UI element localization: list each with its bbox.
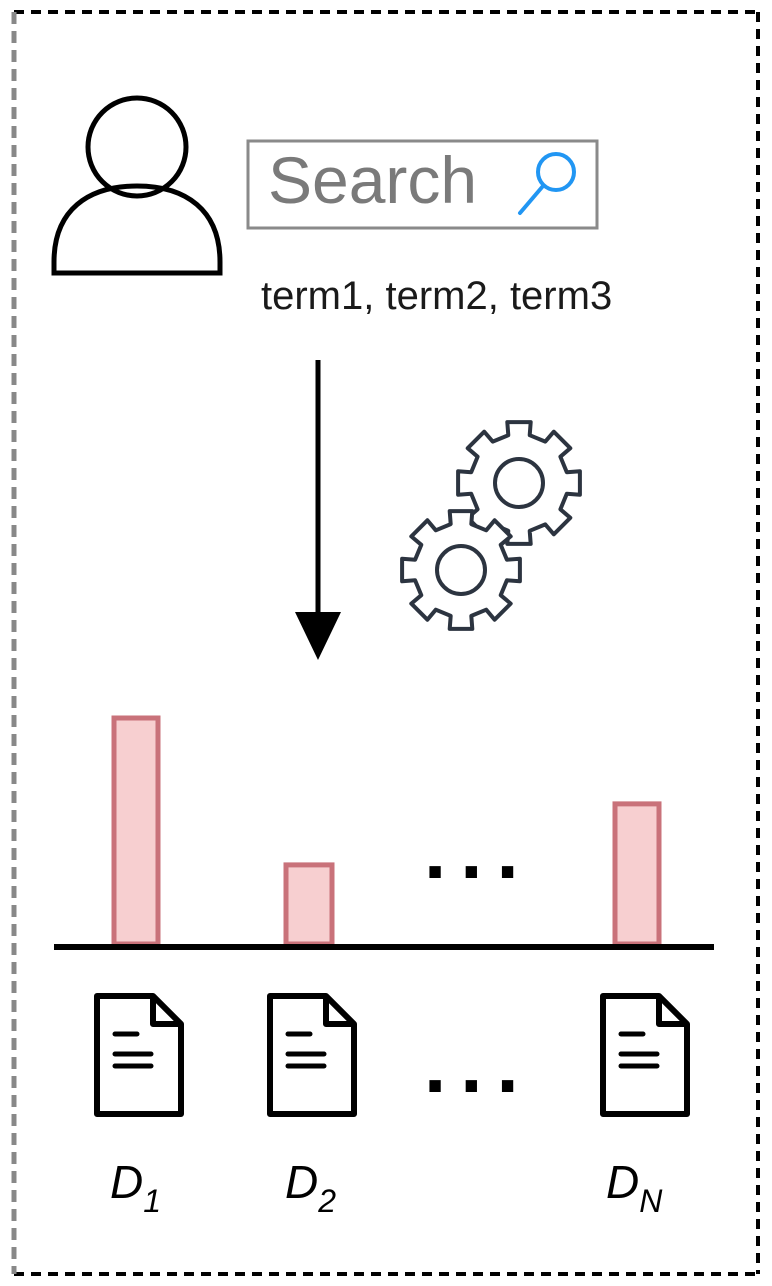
- document-icons: [94, 993, 690, 1117]
- doc-label-3-letter: D: [606, 1156, 639, 1208]
- search-box[interactable]: Search: [246, 139, 599, 230]
- doc-label-1-sub: 1: [143, 1183, 161, 1219]
- search-box-border: [246, 139, 599, 230]
- gear-2-hole: [435, 544, 487, 596]
- score-bar-3: [612, 801, 662, 947]
- search-icon: [518, 152, 576, 215]
- document-icon: [600, 993, 690, 1117]
- gear-1-hole: [493, 457, 545, 509]
- doc-label-3: DN: [606, 1156, 663, 1219]
- gears-icon: [400, 420, 582, 631]
- doc-label-2-letter: D: [285, 1156, 318, 1208]
- score-bars: [111, 715, 662, 947]
- arrow-down-icon: [295, 360, 341, 660]
- docs-ellipsis: ...: [424, 1020, 533, 1109]
- query-terms: term1, term2, term3: [261, 274, 612, 318]
- document-icon: [267, 993, 357, 1117]
- doc-label-3-sub: N: [639, 1183, 663, 1219]
- document-icon: [94, 993, 184, 1117]
- doc-label-2-sub: 2: [317, 1183, 336, 1219]
- bars-ellipsis: ...: [424, 806, 533, 895]
- doc-label-1-letter: D: [110, 1156, 143, 1208]
- search-label: Search: [268, 143, 477, 217]
- doc-label-1: D1: [110, 1156, 161, 1219]
- doc-label-2: D2: [285, 1156, 336, 1219]
- score-bar-2: [283, 862, 335, 947]
- user-icon: [51, 95, 223, 276]
- score-bar-1: [111, 715, 161, 947]
